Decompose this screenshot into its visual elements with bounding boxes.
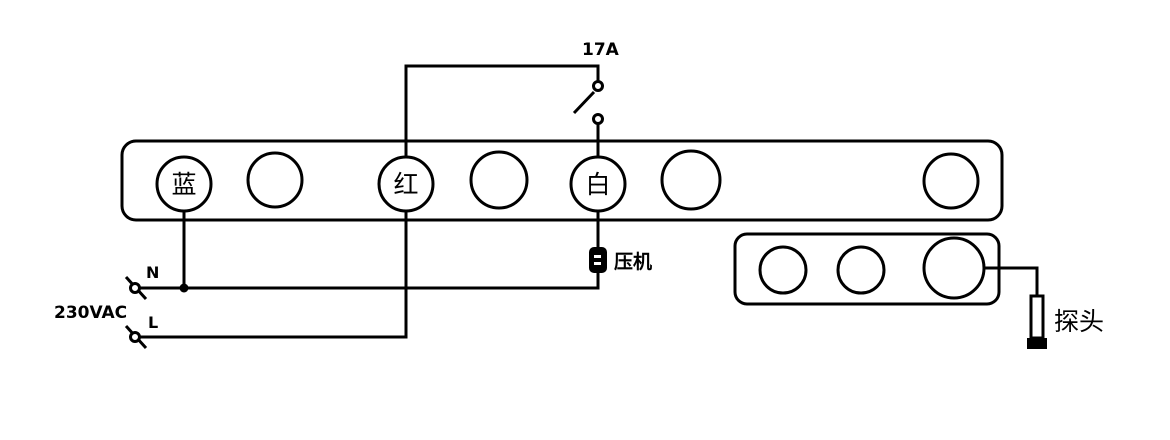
sensor-terminal-1 — [758, 245, 808, 295]
neutral-junction-dot — [179, 283, 189, 293]
main-terminal-red: 红 — [377, 155, 435, 213]
wire-neutral — [140, 273, 600, 290]
sensor-terminal-3 — [922, 236, 986, 300]
probe-icon — [1027, 294, 1047, 349]
relay-rating-label: 17A — [582, 40, 620, 60]
main-terminal-2 — [246, 151, 304, 209]
wire-red-to-relay — [404, 64, 600, 157]
compressor-label: 压机 — [614, 251, 652, 273]
compressor-icon — [589, 247, 607, 273]
relay-blade — [572, 90, 596, 115]
main-terminal-block — [120, 139, 1004, 222]
terminal-label-white: 白 — [585, 170, 610, 199]
terminal-label-red: 红 — [393, 170, 418, 199]
wire-line — [140, 211, 408, 339]
supply-voltage-label: 230VAC — [54, 303, 127, 323]
main-terminal-white: 白 — [569, 155, 627, 213]
supply-terminal-l — [124, 324, 148, 350]
neutral-label: N — [146, 263, 159, 282]
wire-probe — [984, 266, 1039, 298]
relay-contact-bottom — [592, 113, 604, 125]
probe-label: 探头 — [1054, 307, 1104, 336]
relay-contact-top — [592, 80, 604, 92]
main-terminal-blue: 蓝 — [155, 155, 213, 213]
main-terminal-7 — [922, 152, 980, 210]
relay-switch — [572, 80, 604, 157]
terminal-label-blue: 蓝 — [171, 170, 196, 199]
main-terminal-6 — [660, 149, 722, 211]
main-terminal-4 — [469, 150, 529, 210]
sensor-terminal-2 — [836, 245, 886, 295]
supply-terminal-n — [124, 275, 148, 301]
line-label: L — [148, 313, 158, 332]
